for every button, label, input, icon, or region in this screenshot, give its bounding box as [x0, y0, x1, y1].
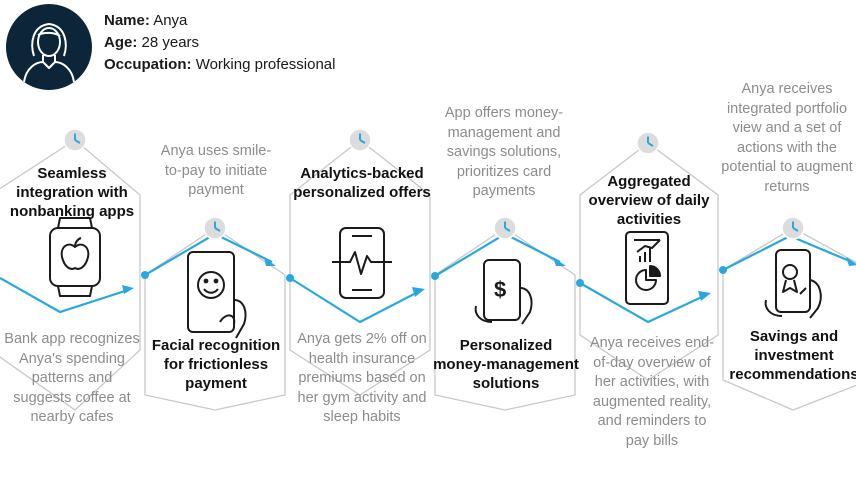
- persona-occupation-row: Occupation: Working professional: [104, 56, 336, 73]
- step-2-description: Anya uses smile-to-pay to initiate payme…: [160, 143, 272, 198]
- persona-age: 28 years: [141, 34, 200, 51]
- user-female-icon: [23, 23, 75, 83]
- step-5-title: Aggregated overview of daily activities: [588, 173, 710, 228]
- step-3-description: Anya gets 2% off on health insurance pre…: [297, 331, 427, 425]
- journey-arrowheads: [122, 257, 856, 301]
- step-4-title: Personalized money-management solutions: [433, 337, 579, 392]
- journey-nodes: [141, 266, 727, 287]
- persona-occupation: Working professional: [195, 56, 336, 73]
- charts-phone-icon: [625, 231, 669, 305]
- smile-pay-phone-icon: [187, 251, 247, 339]
- clock-icon: [63, 128, 87, 152]
- step-1-title: Seamless integration with nonbanking app…: [9, 165, 135, 220]
- clock-icon: [781, 216, 805, 240]
- investment-phone-icon: [764, 249, 822, 319]
- step-3-title: Analytics-backed personalized offers: [293, 165, 431, 201]
- step-6-description: Anya receives integrated portfolio view …: [721, 81, 853, 195]
- clock-icon: [348, 128, 372, 152]
- clock-icon: [203, 216, 227, 240]
- journey-path: [0, 232, 853, 324]
- smartwatch-apple-icon: [49, 217, 101, 297]
- svg-text:$: $: [494, 277, 506, 302]
- persona-name-row: Name: Anya: [104, 12, 188, 29]
- heartbeat-phone-icon: [332, 227, 392, 299]
- step-6-title: Savings and investment recommendations: [729, 328, 856, 383]
- step-2-title: Facial recognition for frictionless paym…: [151, 337, 281, 392]
- step-5-description: Anya receives end-of-day overview of her…: [589, 335, 715, 449]
- avatar: [6, 4, 92, 90]
- step-1-description: Bank app recognizes Anya's spending patt…: [4, 331, 140, 425]
- step-2-frame: [144, 227, 286, 411]
- dollar-phone-icon: $: [474, 259, 533, 325]
- persona-age-row: Age: 28 years: [104, 34, 200, 51]
- persona-name: Anya: [153, 12, 188, 29]
- clock-icon: [493, 216, 517, 240]
- persona-details: Name: Anya Age: 28 years Occupation: Wor…: [104, 10, 335, 76]
- clock-icon: [636, 131, 660, 155]
- step-4-description: App offers money-management and savings …: [444, 105, 564, 199]
